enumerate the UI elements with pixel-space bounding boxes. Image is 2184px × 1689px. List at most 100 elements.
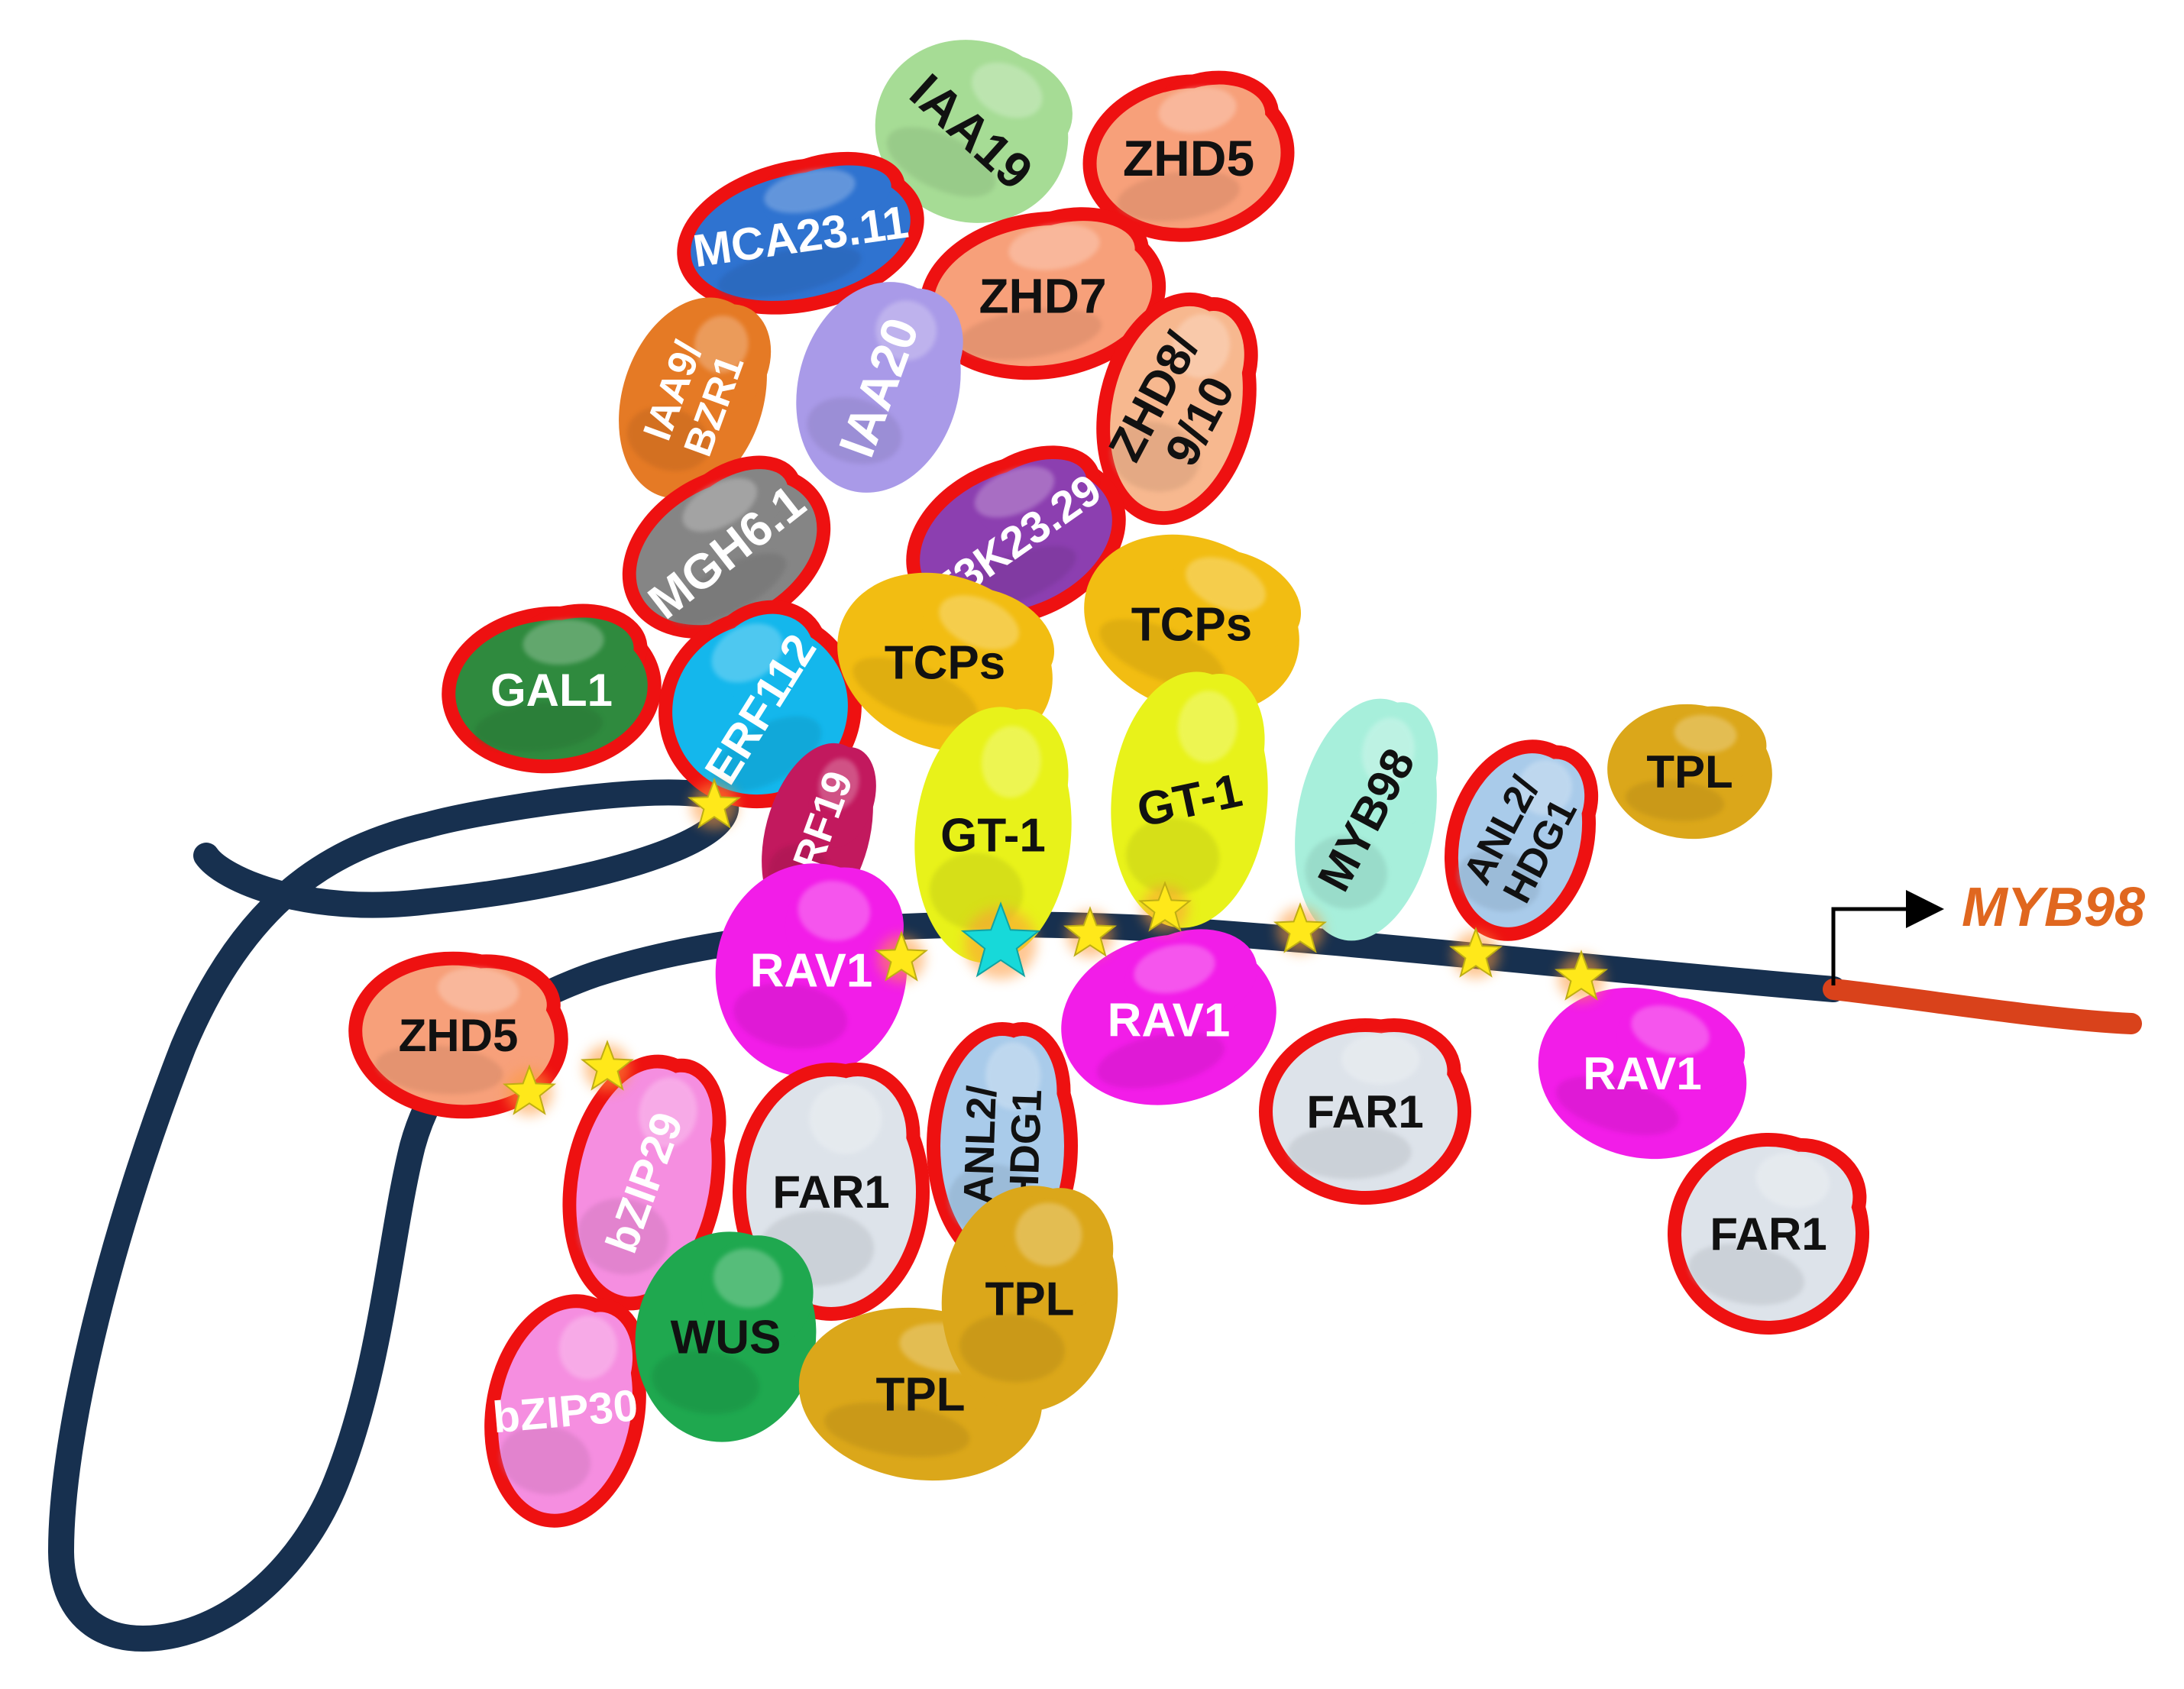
factor-shadow — [652, 1349, 760, 1415]
factor-highlight — [639, 1077, 697, 1148]
factor-shadow — [1287, 1124, 1412, 1179]
factor-tcps-left: TCPs — [837, 572, 1055, 752]
factor-highlight — [985, 1042, 1041, 1110]
factor-tcps-right: TCPs — [1084, 534, 1302, 714]
factor-highlight — [1361, 717, 1415, 786]
factor-shadow — [627, 406, 710, 471]
factor-highlight — [875, 300, 937, 361]
factor-bzip29: bZIP29 — [562, 1054, 726, 1311]
factor-highlight — [818, 758, 859, 810]
factor-iaa20: IAA20 — [796, 282, 963, 493]
factor-shadow — [959, 1314, 1065, 1383]
factor-tpl-right: TPL — [1607, 704, 1772, 840]
factor-shadow — [375, 1045, 503, 1095]
factor-label: WUS — [671, 1312, 781, 1364]
factor-zhd7: ZHD7 — [919, 207, 1166, 380]
factor-label: TPL — [985, 1273, 1074, 1326]
star-icon — [874, 930, 929, 982]
factor-highlight — [1631, 1005, 1710, 1056]
factor-rav1-right: RAV1 — [1538, 987, 1747, 1160]
factor-shadow — [713, 716, 822, 792]
factor-shadow — [1688, 1244, 1805, 1306]
binding-site-site-anl2 — [1448, 927, 1503, 979]
binding-site-site-bzip — [580, 1040, 635, 1092]
factor-highlight — [1134, 944, 1215, 994]
factor-shadow — [733, 982, 848, 1049]
factor-label: ZHD5 — [399, 1010, 519, 1061]
factor-shadow — [499, 1425, 591, 1495]
binding-site-site-rav1 — [874, 930, 929, 982]
star-icon — [1448, 927, 1503, 978]
factor-f3k23-29: F3K23.29 — [906, 445, 1126, 627]
gene-label: MYB98 — [1962, 877, 2145, 938]
factor-label: RAV1 — [1108, 995, 1231, 1047]
factor-mgh6-1: MGH6.1 — [622, 455, 831, 639]
factor-label: TPL — [875, 1369, 965, 1422]
star-icon — [1273, 902, 1328, 953]
factor-myb98-tf: MYB98 — [1295, 698, 1438, 941]
star-icon — [960, 901, 1041, 978]
factor-highlight — [523, 619, 604, 665]
binding-sites — [502, 778, 1609, 1116]
factor-highlight — [711, 623, 783, 683]
factor-bzip30: bZIP30 — [484, 1294, 647, 1528]
factor-label: ZHD7 — [979, 268, 1106, 323]
factor-label: RAV1 — [1583, 1048, 1702, 1099]
factor-highlight — [1008, 224, 1100, 270]
factor-shadow — [1096, 1032, 1225, 1089]
promoter-tail — [1823, 979, 2142, 1034]
factor-highlight — [1674, 714, 1737, 753]
factor-far1-mid: FAR1 — [1259, 1018, 1471, 1205]
factor-highlight — [939, 595, 1019, 650]
binding-site-site-erf112 — [687, 778, 742, 830]
factor-zhd8-9-10: ZHD8/9/10 — [1096, 292, 1258, 526]
factor-shadow — [1457, 849, 1540, 912]
factor-gt1-right: GT-1 — [1111, 671, 1268, 928]
star-icon — [580, 1040, 635, 1091]
factor-highlight — [713, 1248, 782, 1308]
factor-highlight — [558, 1315, 618, 1380]
factor-tpl-upper: TPL — [941, 1186, 1118, 1412]
factor-shadow — [1625, 780, 1725, 821]
factor-highlight — [972, 62, 1043, 118]
factor-label: RAV1 — [750, 945, 873, 998]
factor-wus: WUS — [635, 1231, 817, 1442]
factor-iaa9-bzr1: IAA9/BZR1 — [619, 297, 772, 499]
factor-label: TPL — [1646, 746, 1733, 798]
binding-site-site-gt1-b — [1137, 881, 1192, 933]
factor-iaa19: IAA19 — [875, 40, 1073, 223]
factor-highlight — [1186, 557, 1266, 612]
factor-zhd5-top: ZHD5 — [1082, 70, 1295, 242]
factor-shadow — [671, 553, 787, 626]
factor-highlight — [694, 315, 749, 374]
binding-site-site-rav1-r — [1554, 950, 1609, 1001]
factor-highlight — [974, 466, 1055, 518]
factor-shadow — [886, 127, 996, 197]
factor-shadow — [1099, 619, 1225, 688]
factor-highlight — [1014, 1202, 1082, 1267]
factor-shadow — [1305, 835, 1388, 909]
factor-rav1-mid: RAV1 — [1061, 929, 1276, 1105]
factor-highlight — [438, 967, 519, 1013]
factor-highlight — [1518, 759, 1572, 816]
factor-label: ANL2/HDG1 — [956, 1085, 1051, 1207]
factor-label: TCPs — [1131, 599, 1252, 652]
factor-shadow — [577, 1198, 669, 1275]
factor-shadow — [474, 702, 603, 752]
factor-highlight — [1177, 691, 1238, 763]
binding-site-site-gt1-a — [1063, 906, 1118, 958]
factor-highlight — [809, 1083, 882, 1154]
star-icon — [1063, 906, 1118, 957]
factor-highlight — [682, 477, 758, 532]
factor-label: ZHD5 — [1123, 130, 1254, 186]
factor-shadow — [717, 245, 862, 299]
factor-label: FAR1 — [1306, 1086, 1423, 1137]
factor-highlight — [1755, 1152, 1830, 1209]
star-icon — [1554, 950, 1609, 1001]
factor-erf112: ERF112 — [658, 600, 862, 809]
binding-site-site-zhd5 — [502, 1064, 557, 1116]
factor-highlight — [1158, 86, 1237, 133]
binding-site-site-center — [960, 901, 1041, 979]
factor-shadow — [1126, 817, 1220, 895]
